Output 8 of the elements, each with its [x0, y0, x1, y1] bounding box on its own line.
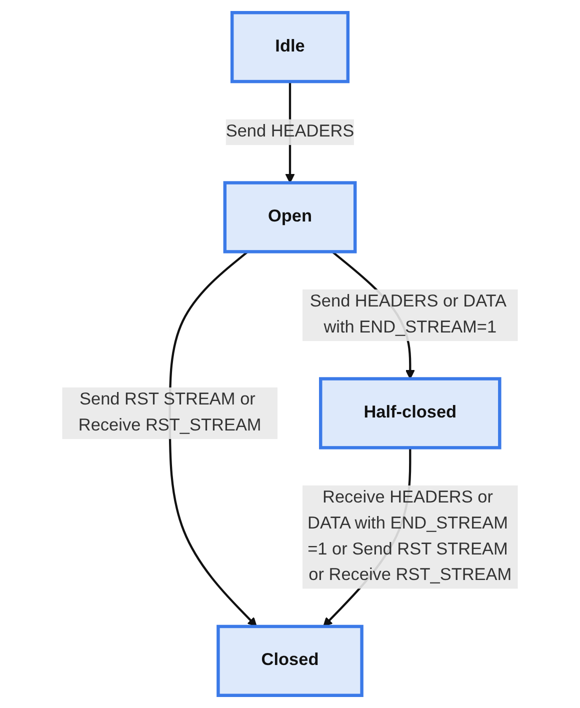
node-box: Closed	[216, 624, 364, 697]
edge-label: Send HEADERS or DATA with END_STREAM=1	[310, 292, 506, 337]
edge-label: Send HEADERS	[226, 122, 354, 141]
edge-label: Receive HEADERS or DATA with END_STREAM =1 or Send RST STREAM or Receive RST_STREAM	[308, 488, 512, 584]
node-box: Open	[223, 181, 357, 254]
node-box: Idle	[230, 11, 350, 84]
node-box: Half-closed	[319, 377, 502, 450]
edge-label: Send RST STREAM or Receive RST_STREAM	[78, 390, 262, 435]
